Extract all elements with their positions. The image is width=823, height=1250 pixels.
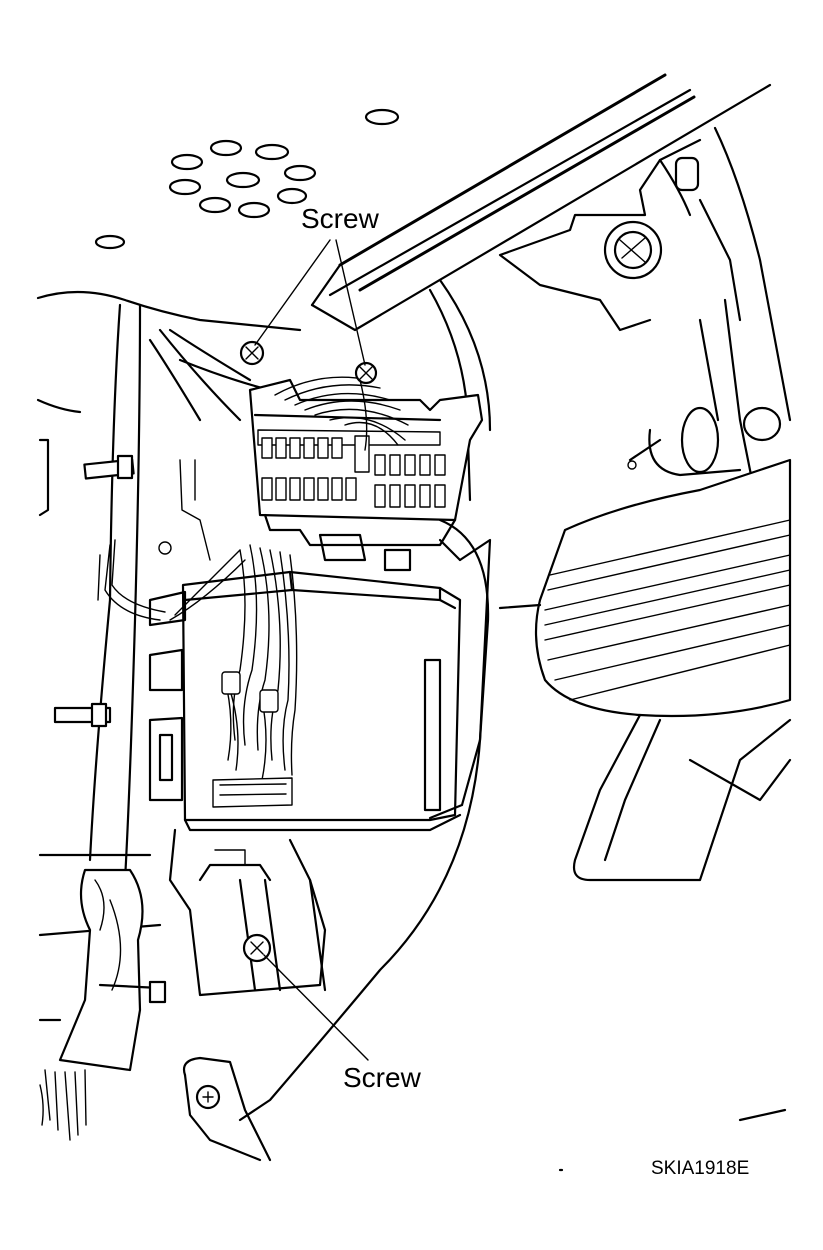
column-bracket: [498, 126, 792, 482]
callout-leaders: [254, 239, 369, 1061]
fuse-row-upper: [261, 435, 446, 476]
callout-screw-top: Screw: [301, 203, 380, 234]
fuse-row-lower: [261, 477, 446, 508]
screw-top-left-icon: [239, 340, 265, 366]
fuse-block-wires: [274, 376, 409, 451]
steering-column: [310, 73, 772, 332]
screw-top-right-icon: [354, 361, 378, 385]
fuse-block: [248, 378, 484, 572]
lower-bracket: [182, 1056, 272, 1162]
brake-pedal: [498, 458, 792, 882]
kick-panel: [238, 518, 787, 1172]
module-bracket: [158, 459, 327, 997]
callout-screw-bottom: Screw: [343, 1062, 422, 1093]
module-wiring: [97, 539, 298, 808]
control-module: [148, 538, 492, 832]
wiring-harness: [39, 303, 272, 1141]
figure-code: SKIA1918E: [651, 1158, 749, 1179]
panel-holes: [94, 108, 400, 250]
